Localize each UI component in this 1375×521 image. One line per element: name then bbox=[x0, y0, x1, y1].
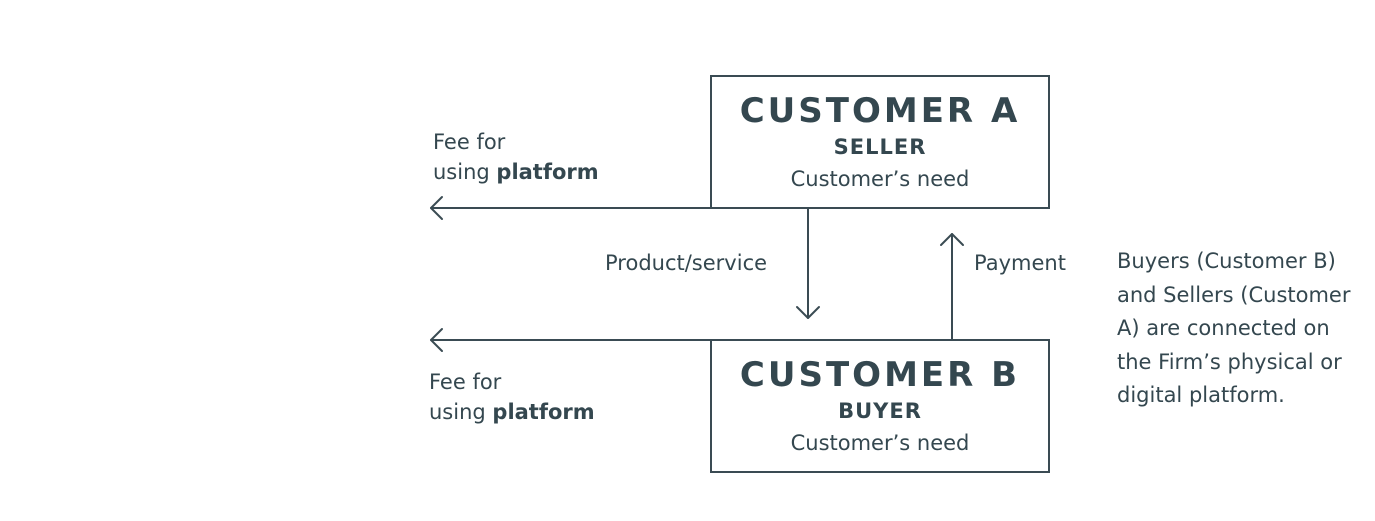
fee-label-a: Fee for using platform bbox=[433, 127, 599, 187]
payment-arrow bbox=[940, 233, 964, 340]
customer-b-box: CUSTOMER B BUYER Customer’s need bbox=[710, 339, 1050, 473]
platform-note: Buyers (Customer B) and Sellers (Custome… bbox=[1117, 249, 1351, 407]
product-service-label: Product/service bbox=[605, 251, 768, 275]
fee-label-a-line1: Fee for bbox=[433, 130, 506, 154]
customer-a-role: SELLER bbox=[833, 135, 927, 159]
fee-label-b: Fee for using platform bbox=[429, 367, 595, 427]
customer-a-need: Customer’s need bbox=[790, 167, 970, 191]
fee-label-b-line1: Fee for bbox=[429, 370, 502, 394]
fee-label-b-emphasis: platform bbox=[492, 400, 595, 424]
customer-b-need: Customer’s need bbox=[790, 431, 970, 455]
payment-label: Payment bbox=[974, 251, 1066, 275]
fee-label-a-emphasis: platform bbox=[496, 160, 599, 184]
fee-label-a-prefix: using bbox=[433, 160, 497, 184]
customer-b-title: CUSTOMER B bbox=[739, 355, 1021, 395]
customer-a-box: CUSTOMER A SELLER Customer’s need bbox=[710, 75, 1050, 209]
fee-label-a-line2: using platform bbox=[433, 157, 599, 187]
product-arrow bbox=[796, 208, 820, 319]
customer-b-role: BUYER bbox=[838, 399, 922, 423]
customer-a-title: CUSTOMER A bbox=[739, 91, 1021, 131]
fee-label-b-line2: using platform bbox=[429, 397, 595, 427]
fee-arrow-a bbox=[430, 196, 711, 220]
fee-arrow-b bbox=[430, 328, 711, 352]
fee-label-b-prefix: using bbox=[429, 400, 493, 424]
